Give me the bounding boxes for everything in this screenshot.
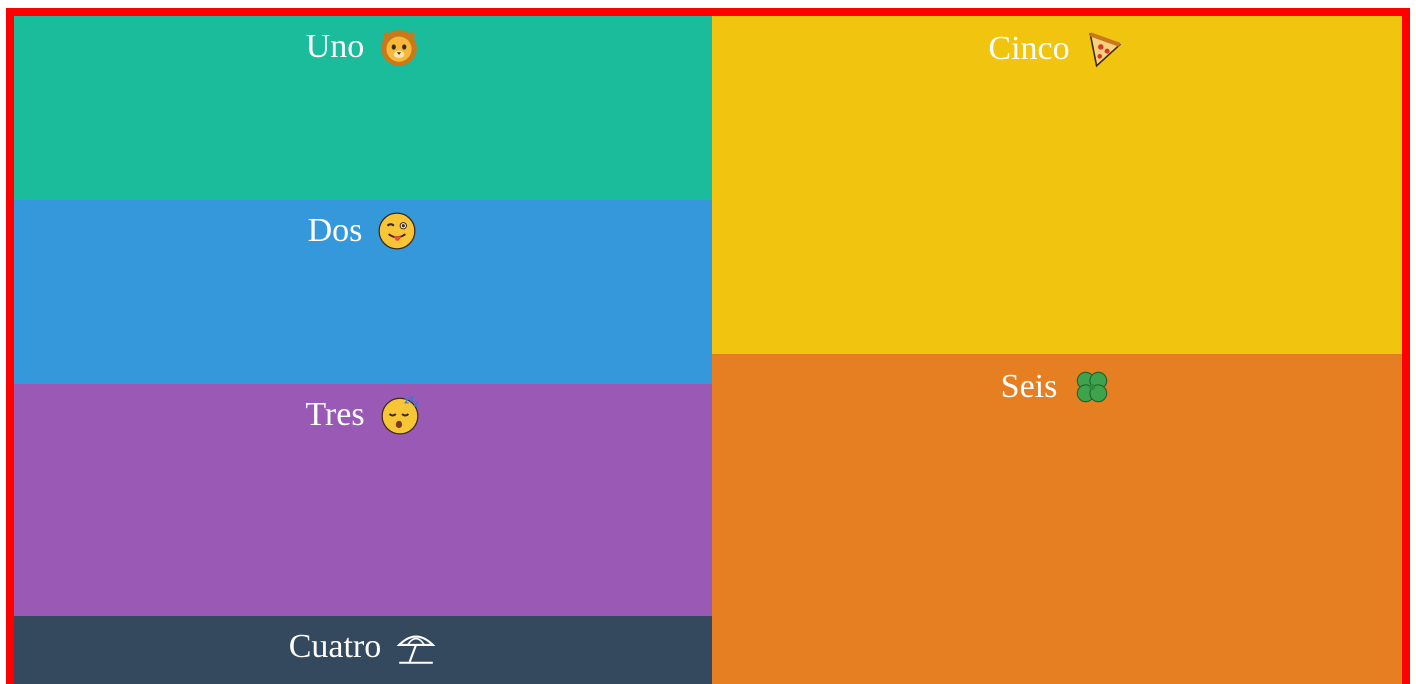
- panel-tres-label-wrap: Tres z z z: [305, 394, 420, 436]
- panel-seis-label-wrap: Seis: [1001, 366, 1114, 408]
- four-leaf-clover-icon: [1071, 366, 1113, 408]
- pizza-icon: [1084, 28, 1126, 70]
- sleeping-face-icon: z z z: [379, 394, 421, 436]
- panel-cinco-label: Cinco: [988, 30, 1070, 67]
- lion-face-icon: [378, 26, 420, 68]
- panel-cinco-label-wrap: Cinco: [988, 28, 1125, 70]
- panel-cuatro-label: Cuatro: [288, 628, 382, 665]
- left-column: Uno Dos: [14, 16, 712, 684]
- svg-text:z: z: [409, 394, 414, 403]
- panel-dos-label-wrap: Dos: [308, 210, 419, 252]
- svg-text:z: z: [413, 399, 419, 410]
- flex-container-frame: Uno Dos: [6, 8, 1410, 684]
- panel-cuatro: Cuatro: [14, 616, 712, 684]
- panel-tres-label: Tres: [305, 396, 365, 433]
- panel-dos-label: Dos: [307, 212, 363, 249]
- panel-dos: Dos: [14, 200, 712, 384]
- panel-uno-label: Uno: [305, 28, 365, 65]
- panel-cinco: Cinco: [712, 16, 1402, 354]
- panel-tres: Tres z z z: [14, 384, 712, 616]
- right-column: Cinco Seis: [712, 16, 1402, 684]
- panel-uno: Uno: [14, 16, 712, 200]
- svg-text:z: z: [404, 395, 409, 405]
- panel-cuatro-label-wrap: Cuatro: [289, 626, 438, 668]
- panel-uno-label-wrap: Uno: [306, 26, 421, 68]
- umbrella-on-ground-icon: [395, 626, 437, 668]
- winking-tongue-face-icon: [376, 210, 418, 252]
- panel-seis-label: Seis: [1000, 368, 1058, 405]
- panel-seis: Seis: [712, 354, 1402, 684]
